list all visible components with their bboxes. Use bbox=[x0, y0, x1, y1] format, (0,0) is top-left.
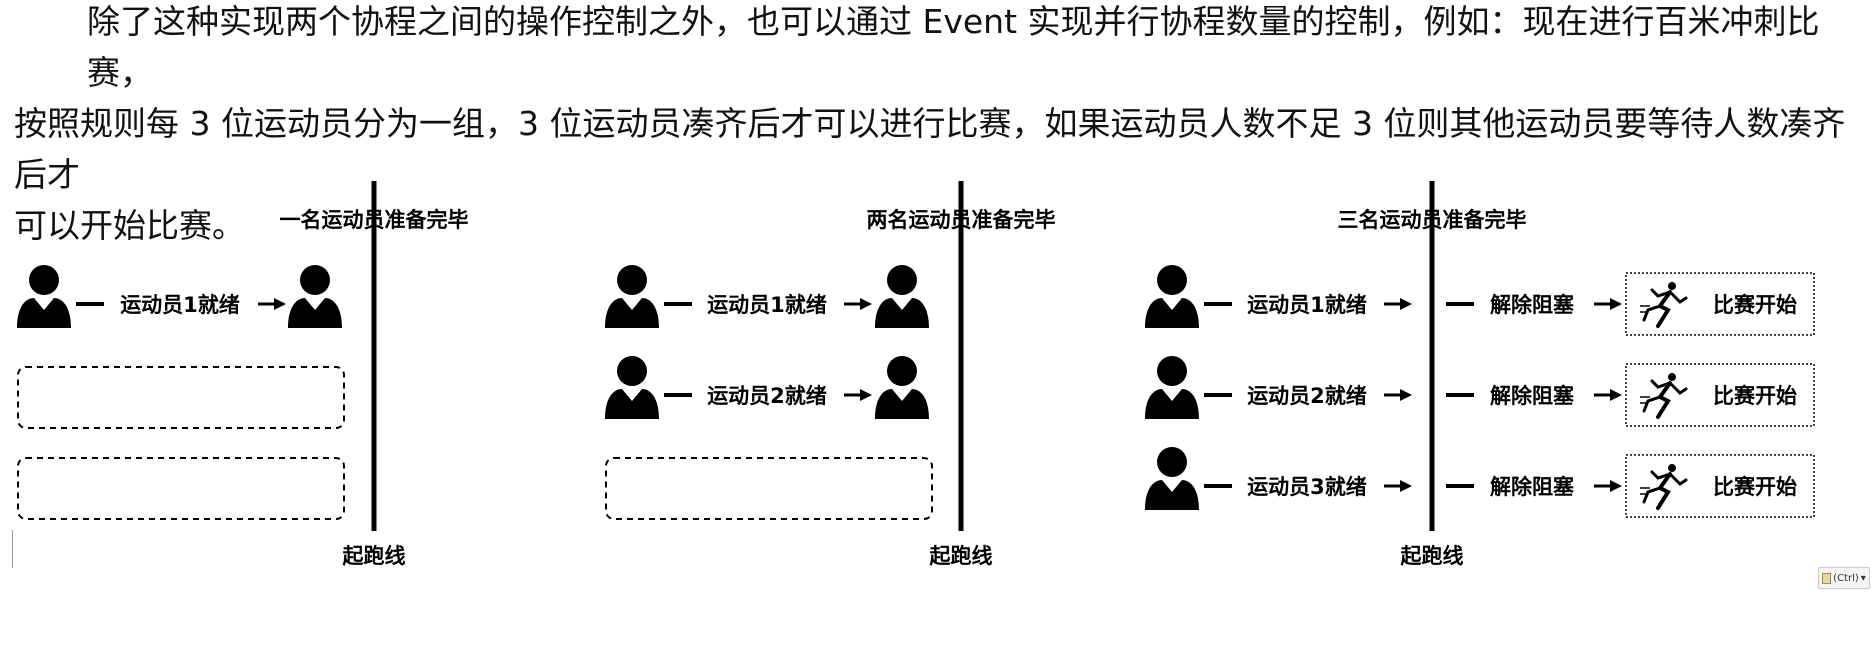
empty-slot bbox=[605, 457, 933, 520]
ready-label: 运动员2就绪 bbox=[707, 384, 827, 408]
race-start-label: 比赛开始 bbox=[1713, 293, 1797, 317]
arrow-right-icon bbox=[256, 296, 288, 312]
start-line-label: 起跑线 bbox=[342, 544, 406, 568]
ready-label: 运动员2就绪 bbox=[1247, 384, 1367, 408]
paste-options-button[interactable]: (Ctrl) ▾ bbox=[1818, 567, 1870, 589]
race-start-box: 比赛开始 bbox=[1625, 272, 1815, 336]
race-start-box: 比赛开始 bbox=[1625, 363, 1815, 427]
runner-icon bbox=[1638, 280, 1688, 328]
arrow-right-icon bbox=[1382, 387, 1414, 403]
panel-title: 两名运动员准备完毕 bbox=[867, 208, 1056, 232]
arrow-right-icon bbox=[1382, 296, 1414, 312]
paragraph-line-2: 按照规则每 3 位运动员分为一组，3 位运动员凑齐后才可以进行比赛，如果运动员人… bbox=[14, 104, 1846, 194]
person-icon bbox=[875, 265, 929, 328]
runner-icon bbox=[1638, 462, 1688, 510]
paragraph-line-3: 可以开始比赛。 bbox=[14, 206, 245, 245]
empty-slot bbox=[17, 366, 345, 429]
panel-title: 三名运动员准备完毕 bbox=[1338, 208, 1527, 232]
person-icon bbox=[605, 265, 659, 328]
empty-slot bbox=[17, 457, 345, 520]
event-diagram: 一名运动员准备完毕 起跑线 运动员1就绪 两名运动员准备完毕 起跑线 运动员1就… bbox=[17, 181, 1815, 568]
paragraph-line-1: 除了这种实现两个协程之间的操作控制之外，也可以通过 Event 实现并行协程数量… bbox=[87, 2, 1820, 92]
arrow-right-icon bbox=[1592, 387, 1624, 403]
person-icon bbox=[1145, 447, 1199, 510]
ready-label: 运动员3就绪 bbox=[1247, 475, 1367, 499]
race-start-label: 比赛开始 bbox=[1713, 475, 1797, 499]
start-line-label: 起跑线 bbox=[1400, 544, 1464, 568]
unblock-label: 解除阻塞 bbox=[1490, 293, 1575, 317]
start-line-label: 起跑线 bbox=[929, 544, 993, 568]
panel-one-ready: 一名运动员准备完毕 起跑线 运动员1就绪 bbox=[17, 181, 469, 568]
panel-two-ready: 两名运动员准备完毕 起跑线 运动员1就绪 运动员2就绪 bbox=[605, 181, 1056, 568]
unblock-label: 解除阻塞 bbox=[1490, 475, 1575, 499]
person-icon bbox=[1145, 356, 1199, 419]
paste-options-label: (Ctrl) bbox=[1833, 572, 1859, 584]
person-icon bbox=[288, 265, 342, 328]
person-icon bbox=[1145, 265, 1199, 328]
text-cursor-mark bbox=[12, 530, 13, 568]
ready-label: 运动员1就绪 bbox=[1247, 293, 1367, 317]
person-icon bbox=[875, 356, 929, 419]
arrow-right-icon bbox=[1382, 478, 1414, 494]
race-start-label: 比赛开始 bbox=[1713, 384, 1797, 408]
ready-label: 运动员1就绪 bbox=[120, 293, 240, 317]
arrow-right-icon bbox=[1592, 478, 1624, 494]
person-icon bbox=[605, 356, 659, 419]
ready-label: 运动员1就绪 bbox=[707, 293, 827, 317]
chevron-down-icon: ▾ bbox=[1860, 572, 1866, 584]
arrow-right-icon bbox=[842, 296, 874, 312]
person-icon bbox=[17, 265, 71, 328]
panel-three-ready: 三名运动员准备完毕 起跑线 运动员1就绪 解除阻塞 比赛开始 运动员2就绪 解除… bbox=[1145, 181, 1815, 568]
panel-title: 一名运动员准备完毕 bbox=[280, 208, 469, 232]
race-start-box: 比赛开始 bbox=[1625, 454, 1815, 518]
unblock-label: 解除阻塞 bbox=[1490, 384, 1575, 408]
runner-icon bbox=[1638, 371, 1688, 419]
arrow-right-icon bbox=[1592, 296, 1624, 312]
clipboard-icon bbox=[1822, 572, 1832, 584]
description-paragraph: 除了这种实现两个协程之间的操作控制之外，也可以通过 Event 实现并行协程数量… bbox=[14, 0, 1864, 251]
arrow-right-icon bbox=[842, 387, 874, 403]
